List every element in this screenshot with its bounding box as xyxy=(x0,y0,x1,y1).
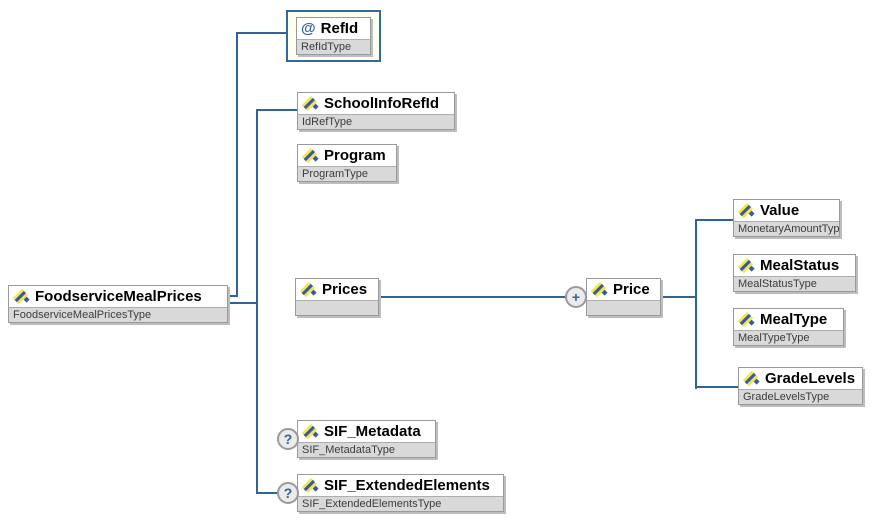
connector-root-to-trunk2 xyxy=(228,302,258,304)
node-type xyxy=(587,300,660,315)
node-type: FoodserviceMealPricesType xyxy=(9,307,227,322)
element-icon xyxy=(12,288,30,305)
node-label: GradeLevels xyxy=(765,370,856,387)
node-prices[interactable]: Prices xyxy=(295,278,379,316)
connector-to-sif-extendedelements xyxy=(256,492,282,494)
node-label: MealType xyxy=(760,311,828,328)
node-label: SIF_Metadata xyxy=(324,423,421,440)
node-type: IdRefType xyxy=(298,114,454,129)
node-title-row: @ RefId xyxy=(297,18,370,39)
node-title-row: Program xyxy=(298,145,396,166)
node-gradelevels[interactable]: GradeLevels GradeLevelsType xyxy=(738,367,863,405)
optional-badge-sif-extendedelements: ? xyxy=(277,482,299,504)
element-icon xyxy=(301,477,319,494)
node-title-row: Price xyxy=(587,279,660,300)
node-type: SIF_ExtendedElementsType xyxy=(298,496,503,511)
connector-trunk1 xyxy=(236,32,238,297)
node-label: SIF_ExtendedElements xyxy=(324,477,490,494)
connector-trunk3 xyxy=(695,219,697,389)
element-icon xyxy=(301,147,319,164)
connector-price-to-trunk3 xyxy=(661,296,697,298)
node-type: SIF_MetadataType xyxy=(298,442,435,457)
node-type: GradeLevelsType xyxy=(739,389,862,404)
element-icon xyxy=(301,423,319,440)
node-type: MealTypeType xyxy=(734,330,843,345)
node-type: MealStatusType xyxy=(734,276,855,291)
element-icon xyxy=(590,281,608,298)
optional-badge-sif-metadata: ? xyxy=(277,428,299,450)
node-refid[interactable]: @ RefId RefIdType xyxy=(296,17,371,55)
node-title-row: GradeLevels xyxy=(739,368,862,389)
element-icon xyxy=(299,281,317,298)
node-title-row: MealStatus xyxy=(734,255,855,276)
attribute-icon: @ xyxy=(301,20,316,37)
node-type: ProgramType xyxy=(298,166,396,181)
node-label: Program xyxy=(324,147,386,164)
connector-to-refid xyxy=(236,32,286,34)
node-title-row: SchoolInfoRefId xyxy=(298,93,454,114)
node-label: Value xyxy=(760,202,800,219)
node-label: SchoolInfoRefId xyxy=(324,95,439,112)
element-icon xyxy=(737,257,755,274)
node-type: MonetaryAmountType xyxy=(734,221,839,236)
connector-prices-to-price xyxy=(379,296,569,298)
node-title-row: SIF_Metadata xyxy=(298,421,435,442)
element-icon xyxy=(301,95,319,112)
node-title-row: MealType xyxy=(734,309,843,330)
node-label: MealStatus xyxy=(760,257,840,274)
node-label: Price xyxy=(613,281,650,298)
node-label: Prices xyxy=(322,281,368,298)
connector-to-schoolinforefid xyxy=(256,109,297,111)
node-foodservicemealprices[interactable]: FoodserviceMealPrices FoodserviceMealPri… xyxy=(8,285,228,323)
node-title-row: FoodserviceMealPrices xyxy=(9,286,227,307)
node-title-row: Value xyxy=(734,200,839,221)
node-price[interactable]: Price xyxy=(586,278,661,316)
node-label: RefId xyxy=(320,20,359,37)
connector-trunk2 xyxy=(256,109,258,494)
element-icon xyxy=(737,202,755,219)
element-icon xyxy=(742,370,760,387)
connector-to-gradelevels xyxy=(695,386,740,388)
node-type xyxy=(296,300,378,315)
node-title-row: SIF_ExtendedElements xyxy=(298,475,503,496)
node-mealtype[interactable]: MealType MealTypeType xyxy=(733,308,844,346)
element-icon xyxy=(737,311,755,328)
node-schoolinforefid[interactable]: SchoolInfoRefId IdRefType xyxy=(297,92,455,130)
node-label: FoodserviceMealPrices xyxy=(35,288,202,305)
node-program[interactable]: Program ProgramType xyxy=(297,144,397,182)
connector-to-value xyxy=(695,219,733,221)
node-title-row: Prices xyxy=(296,279,378,300)
node-sif-metadata[interactable]: SIF_Metadata SIF_MetadataType xyxy=(297,420,436,458)
node-value[interactable]: Value MonetaryAmountType xyxy=(733,199,840,237)
repeatable-badge[interactable]: + xyxy=(565,286,587,308)
node-type: RefIdType xyxy=(297,39,370,54)
node-mealstatus[interactable]: MealStatus MealStatusType xyxy=(733,254,856,292)
node-sif-extendedelements[interactable]: SIF_ExtendedElements SIF_ExtendedElement… xyxy=(297,474,504,512)
connector-root-to-trunk1 xyxy=(228,295,238,297)
